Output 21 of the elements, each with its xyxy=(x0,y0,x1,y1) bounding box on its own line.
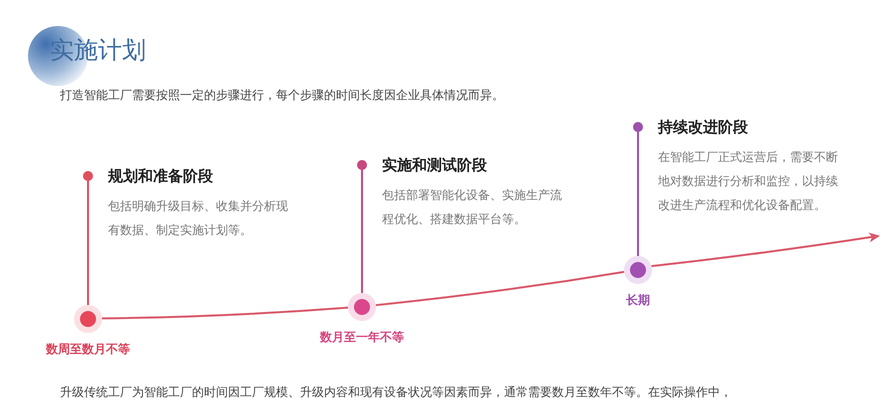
phase-description: 在智能工厂正式运营后，需要不断地对数据进行分析和监控，以持续改进生产流程和优化设备配置。 xyxy=(658,149,838,214)
description-text: 打造智能工厂需要按照一定的步骤进行，每个步骤的时间长度因企业具体情况而异。 xyxy=(60,87,505,104)
leader-line xyxy=(633,122,643,256)
duration-label: 数周至数月不等 xyxy=(46,341,130,358)
timeline-point xyxy=(348,293,376,321)
timeline-line xyxy=(651,232,880,268)
phase-description: 包括部署智能化设备、实施生产流程优化、搭建数据平台等。 xyxy=(382,187,562,228)
phase-heading: 规划和准备阶段 xyxy=(108,166,214,186)
duration-label: 长期 xyxy=(626,292,650,309)
timeline-line xyxy=(102,306,348,320)
duration-label: 数月至一年不等 xyxy=(320,329,404,346)
phase-heading: 持续改进阶段 xyxy=(658,117,749,137)
timeline-point xyxy=(624,256,652,284)
phase-description: 包括明确升级目标、收集并分析现有数据、制定实施计划等。 xyxy=(108,198,289,239)
timeline-line xyxy=(376,270,624,306)
phase-heading: 实施和测试阶段 xyxy=(382,155,488,175)
timeline-point xyxy=(74,305,102,333)
leader-line xyxy=(357,160,367,293)
title: 实施计划 xyxy=(50,35,146,66)
description-text: 升级传统工厂为智能工厂的时间因工厂规模、升级内容和现有设备状况等因素而异，通常需要数月至数年不等。在实际操作中， xyxy=(60,384,733,400)
leader-line xyxy=(83,171,93,305)
